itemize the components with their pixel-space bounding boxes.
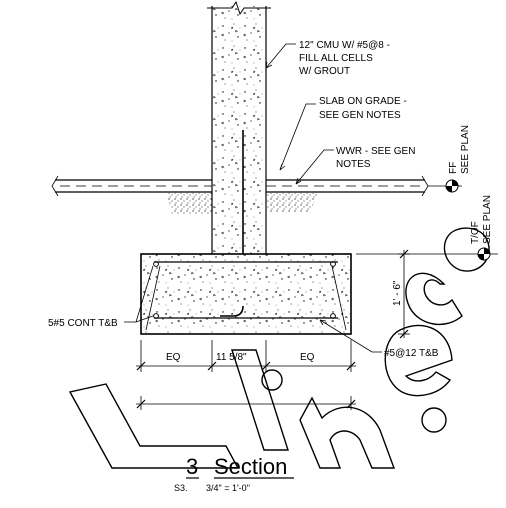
cmu-note-line1: 12" CMU W/ #5@8 -: [299, 40, 390, 51]
trans-bars-note: #5@12 T&B: [384, 348, 439, 359]
section-number: 3: [186, 454, 198, 479]
dim-footing-depth: 1' - 6": [392, 280, 403, 306]
dimension-lines: [136, 249, 410, 410]
ff-label: FF: [448, 162, 459, 174]
gravel-fill-right: [266, 193, 318, 212]
cmu-note-line2: FILL ALL CELLS: [299, 53, 373, 64]
sheet-reference: S3.: [174, 483, 188, 493]
ff-see-plan: SEE PLAN: [460, 125, 471, 174]
tof-see-plan: SEE PLAN: [482, 195, 493, 244]
wwr-note-line1: WWR - SEE GEN: [336, 146, 415, 157]
dim-right-eq: EQ: [300, 352, 315, 363]
scale-text: 3/4" = 1'-0": [206, 483, 250, 493]
gravel-fill-left: [166, 193, 212, 214]
cmu-wall: [207, 0, 271, 306]
ff-elevation-marker: [428, 179, 462, 193]
dim-wall-width: 11 5/8": [216, 352, 247, 363]
dim-left-eq: EQ: [166, 352, 181, 363]
footing: [140, 253, 352, 335]
watermark: [68, 227, 490, 469]
tof-label: T/OF: [470, 221, 481, 244]
tof-elevation-marker: [356, 247, 498, 261]
section-title: 3 Section S3. 3/4" = 1'-0": [174, 454, 294, 493]
section-title-text: Section: [214, 454, 287, 479]
cont-bars-note: 5#5 CONT T&B: [48, 318, 118, 329]
cmu-note-line3: W/ GROUT: [299, 66, 350, 77]
wwr-note-line2: NOTES: [336, 159, 371, 170]
slab-note-line1: SLAB ON GRADE -: [319, 96, 407, 107]
leader-lines: [124, 43, 382, 353]
slab-note-line2: SEE GEN NOTES: [319, 110, 401, 121]
slab-on-grade: [51, 175, 429, 197]
